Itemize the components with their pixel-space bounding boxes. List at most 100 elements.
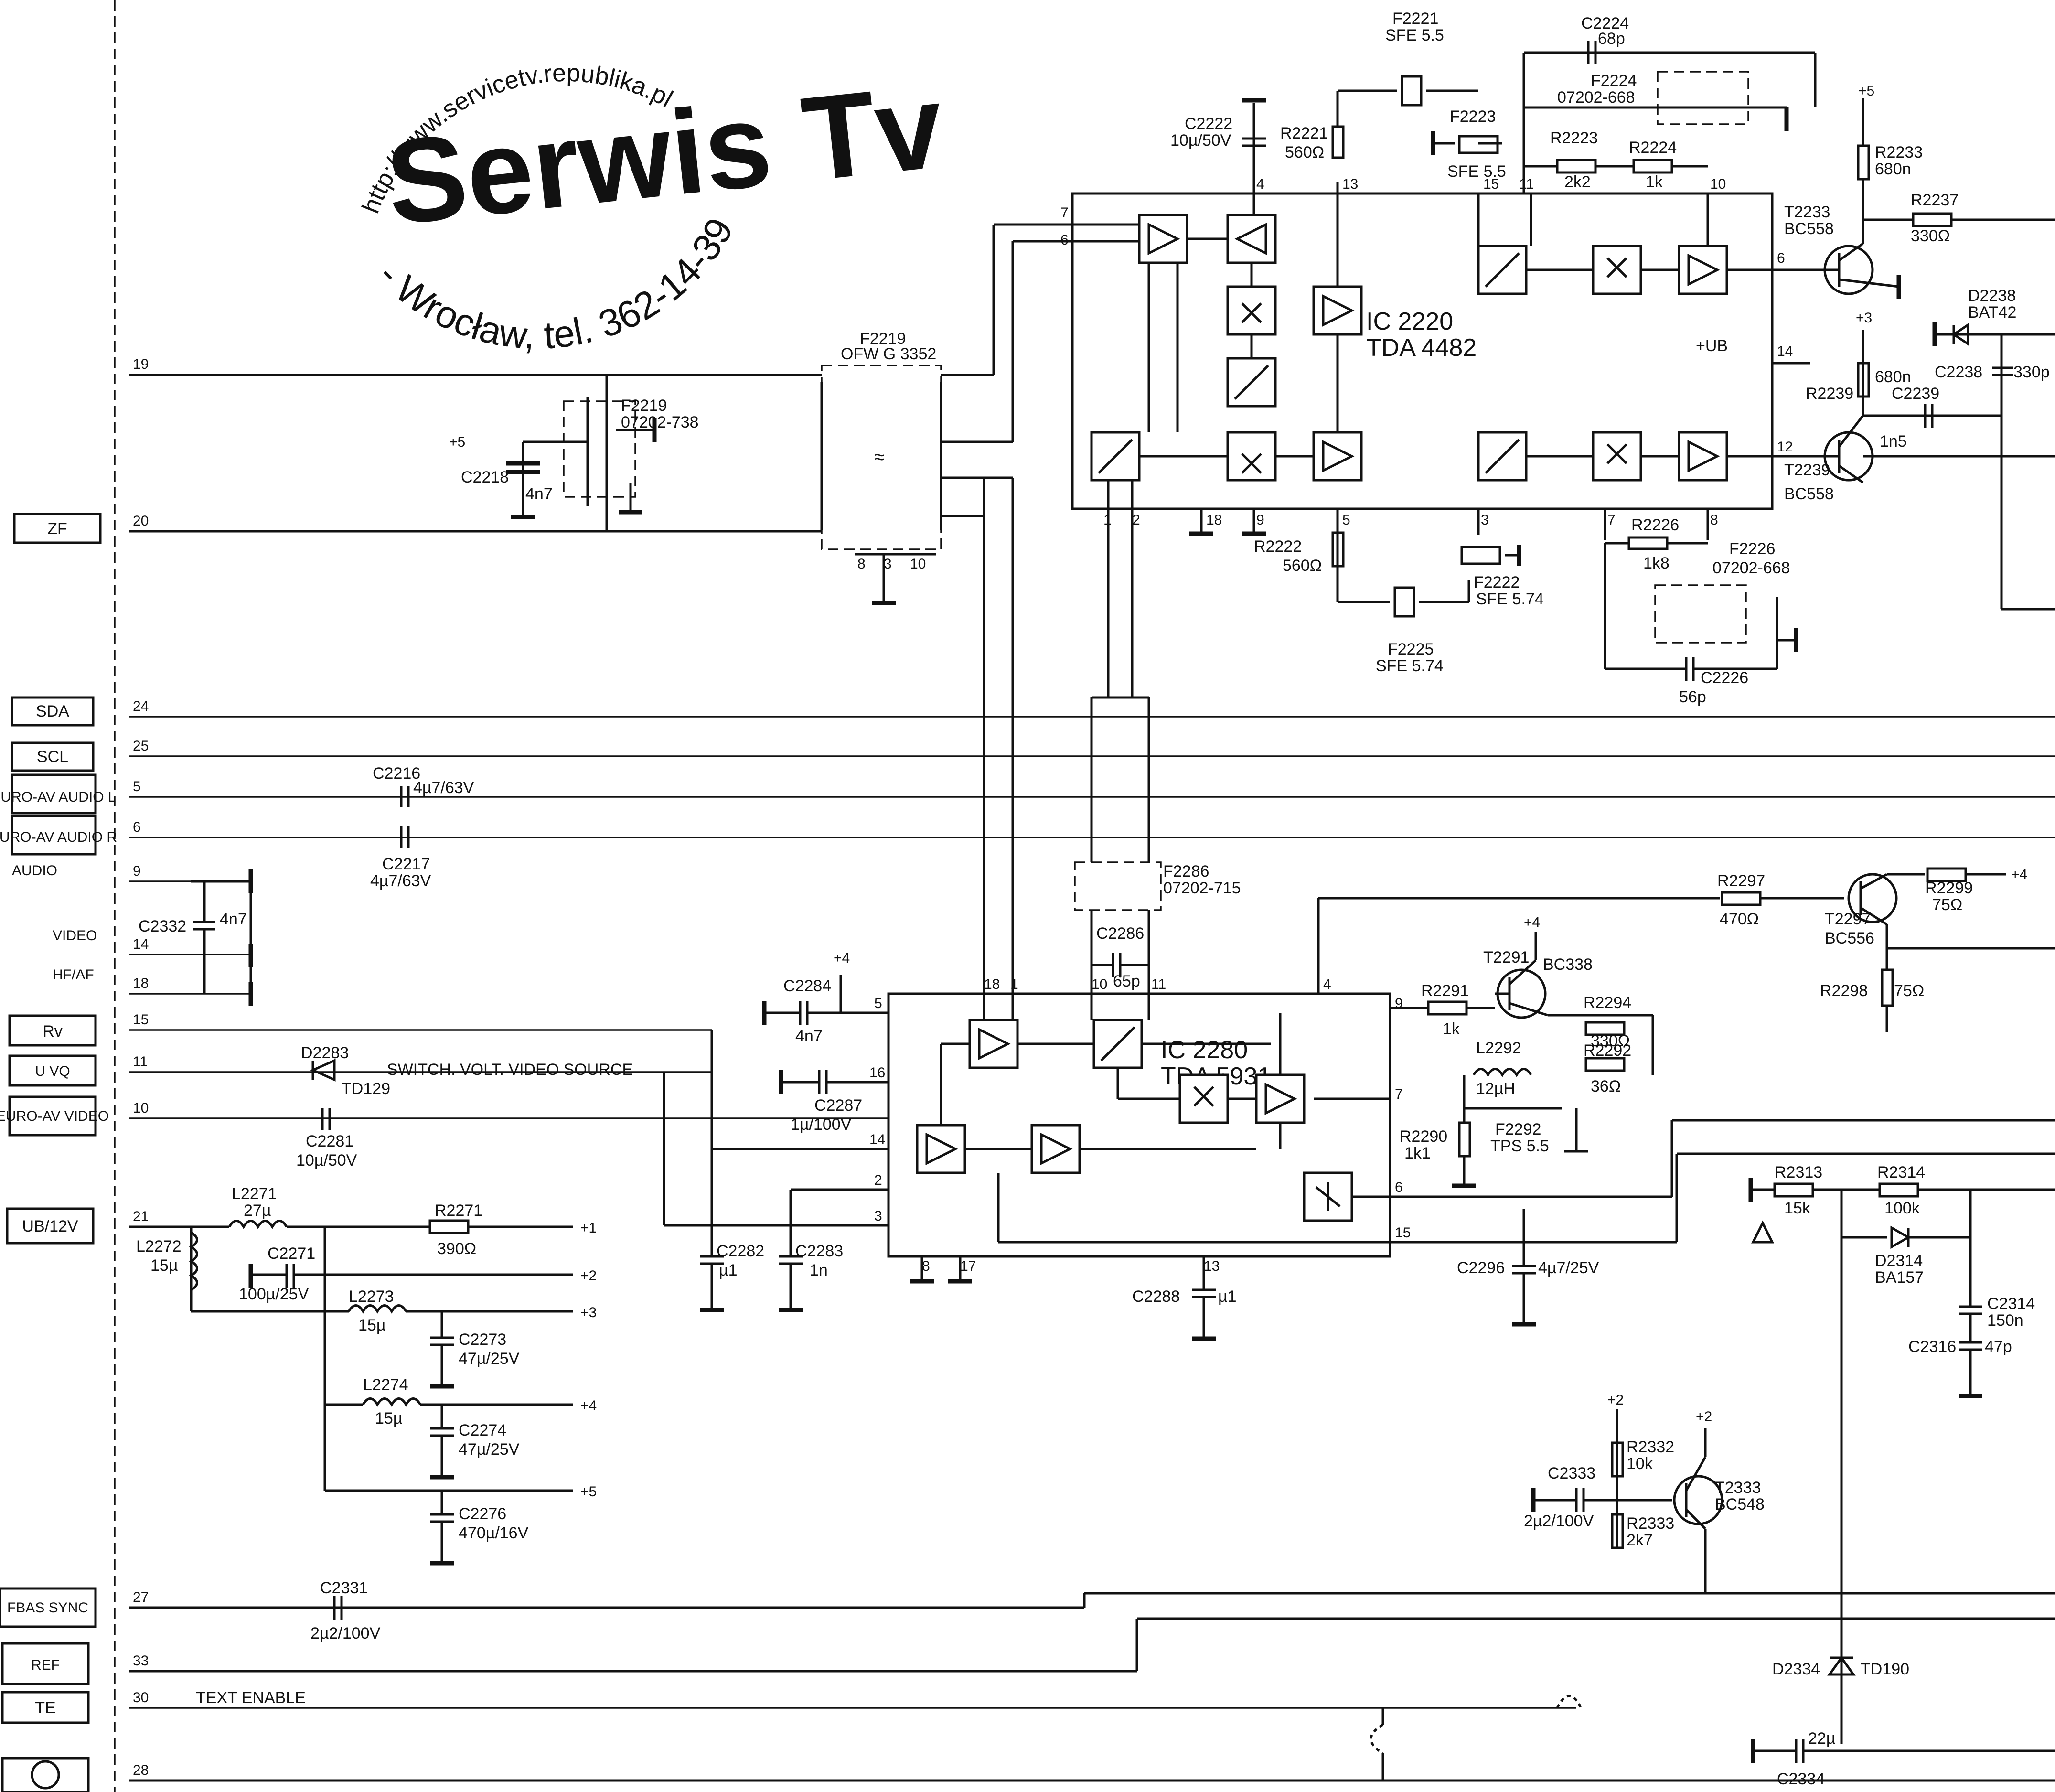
connector-label-zf: ZF — [47, 520, 67, 538]
c2271-ref: C2271 — [268, 1245, 315, 1263]
pin-number: 5 — [133, 779, 141, 794]
r2333-value: 2k7 — [1627, 1531, 1653, 1549]
c2217-ref: C2217 — [382, 855, 430, 873]
c2238-ref: C2238 — [1935, 363, 1982, 381]
pin-number: 30 — [133, 1690, 149, 1706]
f2222-ref: F2222 — [1474, 573, 1520, 591]
t2333-symbol-icon — [1673, 1475, 1723, 1525]
f2225-type: SFE 5.74 — [1376, 657, 1444, 675]
r2313-value: 15k — [1784, 1199, 1811, 1217]
supply-label: +4 — [834, 950, 850, 966]
r2292-value: 36Ω — [1591, 1077, 1621, 1095]
f2286-ref: F2286 — [1163, 862, 1209, 880]
c2218-ref: C2218 — [461, 468, 509, 486]
f2219-saw-type: OFW G 3352 — [841, 345, 936, 363]
f2222-type: SFE 5.74 — [1476, 590, 1544, 608]
pin-label: 14 — [1777, 343, 1793, 359]
serwis-tv-stamp: http://www.servicetv.republika.pl Serwis… — [0, 0, 949, 357]
pin-label: 6 — [1395, 1180, 1403, 1195]
c2288-ref: C2288 — [1132, 1288, 1180, 1306]
rail-label: +1 — [580, 1220, 597, 1236]
r2226-ref: R2226 — [1631, 516, 1679, 534]
pin-label: 18 — [1206, 512, 1222, 528]
pin-label: 12 — [1777, 439, 1793, 455]
connector-label-te: TE — [35, 1699, 55, 1717]
text-enable-label: TEXT ENABLE — [196, 1689, 306, 1707]
c2287-value: 1µ/100V — [791, 1116, 852, 1134]
l2271-ref: L2271 — [232, 1185, 277, 1203]
r2291-value: 1k — [1443, 1020, 1460, 1038]
c2216-ref: C2216 — [373, 764, 420, 783]
t2291-ref: T2291 — [1483, 948, 1529, 966]
r2237-ref: R2237 — [1911, 191, 1959, 209]
pin-label: 4 — [1256, 176, 1264, 192]
f2226-type: 07202-668 — [1712, 559, 1790, 577]
supply-label: +5 — [1858, 83, 1874, 99]
r2332-ref: R2332 — [1627, 1438, 1674, 1456]
pin-label: 4 — [1323, 976, 1331, 992]
r2226-value: 1k8 — [1643, 554, 1670, 572]
warning-icon — [1751, 1220, 1775, 1244]
pin-label: 16 — [869, 1065, 885, 1081]
supply-label: +4 — [2011, 867, 2027, 882]
r2292-ref: R2292 — [1584, 1041, 1631, 1060]
c2274-value: 47µ/25V — [459, 1440, 520, 1459]
c2226-value: 56p — [1679, 688, 1706, 706]
l2273-value: 15µ — [358, 1316, 385, 1334]
supply-label: +5 — [449, 434, 465, 450]
pin-label: 11 — [1519, 176, 1534, 192]
pin-label: 1 — [1010, 976, 1018, 992]
f2223-ref: F2223 — [1450, 107, 1496, 126]
c2222-ref: C2222 — [1185, 115, 1232, 133]
d2314-ref: D2314 — [1875, 1252, 1923, 1270]
l2273-ref: L2273 — [349, 1288, 394, 1306]
r2223-ref: R2223 — [1550, 129, 1598, 147]
ic2280: IC 2280 TDA 5931 — [869, 478, 1411, 1341]
r2224-ref: R2224 — [1629, 139, 1677, 157]
c2239-ref: C2239 — [1892, 385, 1939, 403]
sync-stage: R2313 15k R2314 100k D2314 BA157 C2314 1… — [1457, 1163, 2055, 1788]
f2219-saw-ref: F2219 — [860, 330, 906, 348]
supply-label: +2 — [1696, 1409, 1712, 1425]
pin-label: 9 — [1256, 512, 1264, 528]
t2297-type: BC556 — [1825, 929, 1874, 947]
c2286-value: 65p — [1113, 972, 1140, 990]
t2333-type: BC548 — [1715, 1495, 1765, 1513]
ic2220-type: TDA 4482 — [1366, 334, 1477, 362]
c2222-value: 10µ/50V — [1170, 131, 1231, 150]
r2221-ref: R2221 — [1280, 124, 1328, 142]
r2314-ref: R2314 — [1877, 1163, 1925, 1181]
d2334-ref: D2334 — [1772, 1660, 1820, 1678]
l2272-ref: L2272 — [136, 1237, 182, 1255]
l2271-value: 27µ — [244, 1202, 271, 1220]
r2237-value: 330Ω — [1911, 227, 1950, 245]
pin-label: 17 — [960, 1258, 976, 1274]
l2292-ref: L2292 — [1476, 1039, 1521, 1057]
c2281-ref: C2281 — [306, 1132, 353, 1150]
t2239-type: BC558 — [1784, 485, 1834, 503]
connector-label-sda: SDA — [36, 702, 69, 720]
c2287-ref: C2287 — [814, 1096, 862, 1115]
connector-label-audio-r: EURO-AV AUDIO R — [0, 829, 117, 845]
connector-label-audio: AUDIO — [12, 863, 57, 879]
c2286-ref: C2286 — [1096, 924, 1144, 943]
connector-label-ub: UB/12V — [22, 1217, 78, 1235]
right-transistor-stage: +5 R2233 680n T2233 BC558 R2237 330Ω +3 … — [1784, 83, 2055, 611]
r2222-ref: R2222 — [1254, 537, 1302, 556]
r2233-ref: R2233 — [1875, 143, 1923, 161]
r2224-value: 1k — [1646, 173, 1663, 191]
connector-symbol-icon — [31, 1760, 60, 1790]
r2314-value: 100k — [1884, 1199, 1920, 1217]
pin-label: 5 — [874, 996, 882, 1011]
pin-number: 28 — [133, 1762, 149, 1778]
pin-label: 6 — [1060, 232, 1069, 248]
c2331-ref: C2331 — [320, 1579, 368, 1597]
pin-label: 14 — [869, 1132, 885, 1148]
pin-label: 8 — [922, 1258, 930, 1274]
c2224-ref: C2224 — [1581, 14, 1629, 32]
c2334-value: 22µ — [1808, 1729, 1835, 1748]
connector-label-hf-af: HF/AF — [53, 967, 94, 983]
c2273-ref: C2273 — [459, 1331, 506, 1349]
t2233-type: BC558 — [1784, 220, 1834, 238]
